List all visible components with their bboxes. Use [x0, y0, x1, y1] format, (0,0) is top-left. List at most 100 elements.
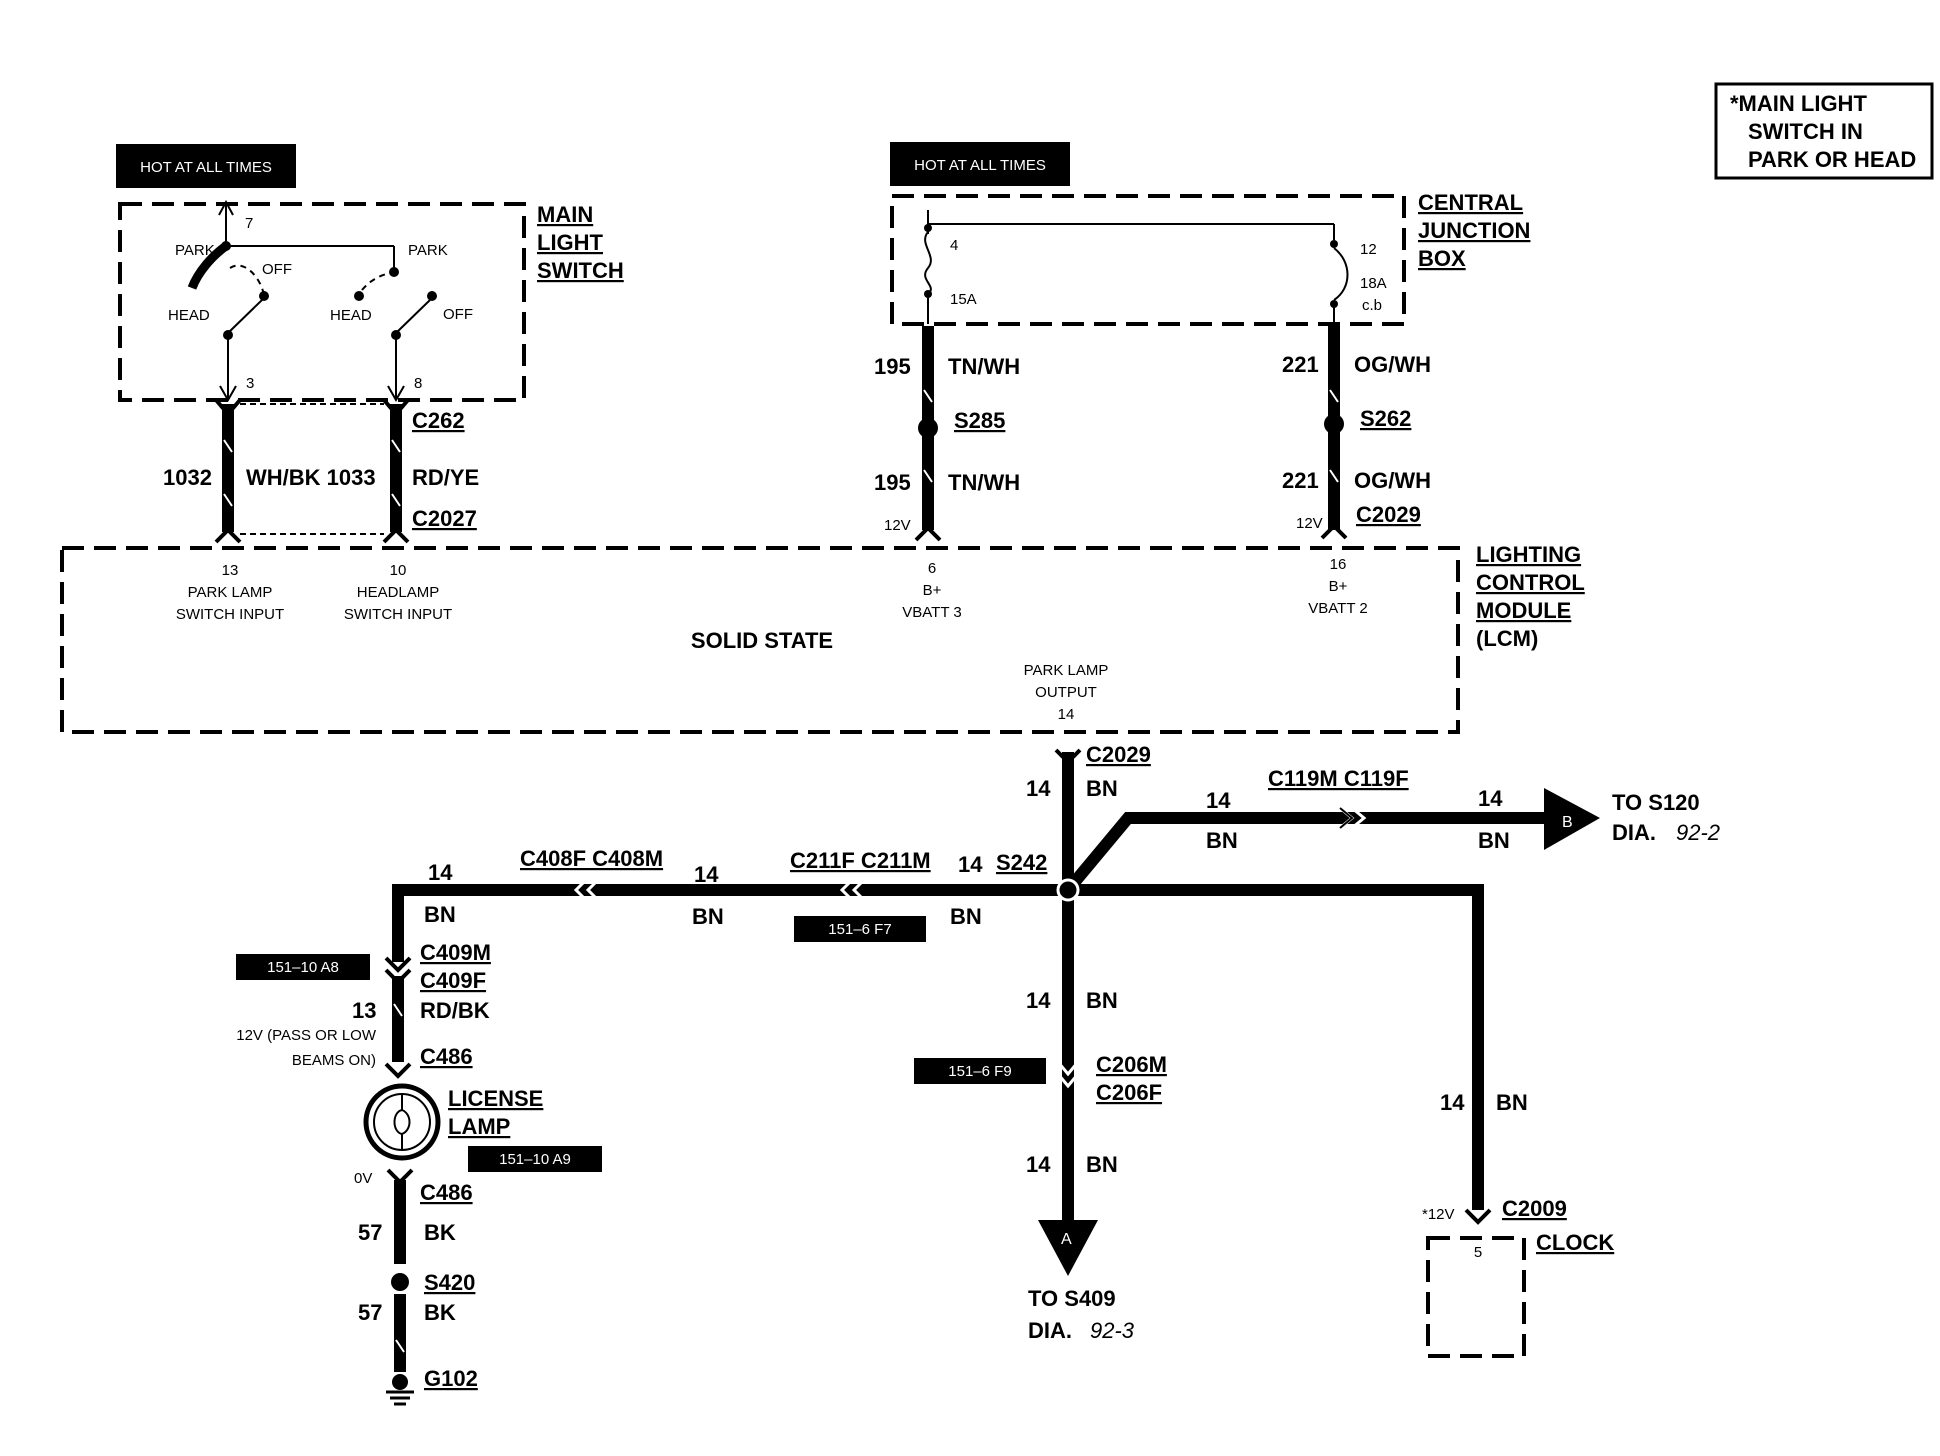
svg-text:HEAD: HEAD [330, 307, 372, 324]
svg-text:92-2: 92-2 [1676, 820, 1720, 845]
svg-text:0V: 0V [354, 1170, 372, 1187]
svg-text:14: 14 [958, 852, 983, 877]
s262-label: S262 [1360, 406, 1411, 431]
c211-label: C211F C211M [790, 848, 931, 873]
svg-text:B+: B+ [1329, 578, 1348, 595]
svg-text:PARK LAMP: PARK LAMP [1024, 662, 1109, 679]
circuit-breaker-icon [1333, 247, 1349, 301]
note-line-3: PARK OR HEAD [1748, 147, 1916, 172]
svg-text:TN/WH: TN/WH [948, 354, 1020, 379]
svg-text:OFF: OFF [443, 306, 473, 323]
c262-label: C262 [412, 408, 465, 433]
connector-a-arrow-icon [1038, 1220, 1098, 1276]
svg-text:7: 7 [245, 215, 253, 232]
main-light-switch-title-2: LIGHT [537, 230, 604, 255]
c206f-label: C206F [1096, 1080, 1162, 1105]
lighting-control-module: LIGHTING CONTROL MODULE (LCM) SOLID STAT… [60, 542, 1585, 734]
c2027-label: C2027 [412, 506, 477, 531]
svg-text:BK: BK [424, 1300, 456, 1325]
circuit-1032-label: 1032 [163, 465, 212, 490]
wires-switch-to-lcm: C262 1032 WH/BK 1033 RD/YE C2027 [163, 398, 479, 544]
ref-tag-151-10-a9: 151–10 A9 [468, 1146, 602, 1172]
cjb-title-2: JUNCTION [1418, 218, 1530, 243]
lcm-title-3: MODULE [1476, 598, 1571, 623]
cjb-title-1: CENTRAL [1418, 190, 1523, 215]
svg-text:13: 13 [222, 562, 239, 579]
svg-text:8: 8 [414, 375, 422, 392]
c486-upper-label: C486 [420, 1044, 473, 1069]
g102-label: G102 [424, 1366, 478, 1391]
main-light-switch: MAIN LIGHT SWITCH 7 PARK PARK OFF OFF HE… [118, 199, 624, 403]
lcm-title-4: (LCM) [1476, 626, 1538, 651]
svg-text:TN/WH: TN/WH [948, 470, 1020, 495]
s285-label: S285 [954, 408, 1005, 433]
cjb-title-3: BOX [1418, 246, 1466, 271]
hot-tag-right: HOT AT ALL TIMES [890, 142, 1070, 186]
svg-text:BEAMS ON): BEAMS ON) [292, 1052, 376, 1069]
svg-text:14: 14 [1026, 1152, 1051, 1177]
svg-text:BN: BN [1478, 828, 1510, 853]
svg-text:14: 14 [1440, 1090, 1465, 1115]
svg-text:151–10 A8: 151–10 A8 [267, 959, 339, 976]
svg-text:DIA.: DIA. [1612, 820, 1656, 845]
svg-text:221: 221 [1282, 468, 1319, 493]
svg-text:TO S409: TO S409 [1028, 1286, 1116, 1311]
c409f-label: C409F [420, 968, 486, 993]
s420-label: S420 [424, 1270, 475, 1295]
svg-text:12V (PASS OR LOW: 12V (PASS OR LOW [236, 1027, 377, 1044]
svg-text:3: 3 [246, 375, 254, 392]
svg-text:14: 14 [1026, 988, 1051, 1013]
svg-text:BN: BN [424, 902, 456, 927]
license-lamp-label-1: LICENSE [448, 1086, 543, 1111]
svg-text:5: 5 [1474, 1244, 1482, 1261]
svg-text:14: 14 [1478, 786, 1503, 811]
note-line-1: *MAIN LIGHT [1730, 91, 1867, 116]
c409m-label: C409M [420, 940, 491, 965]
c486-lower-label: C486 [420, 1180, 473, 1205]
svg-text:HEADLAMP: HEADLAMP [357, 584, 440, 601]
svg-text:TO S120: TO S120 [1612, 790, 1700, 815]
svg-text:14: 14 [428, 860, 453, 885]
note-line-2: SWITCH IN [1748, 119, 1863, 144]
clock-component [1426, 1236, 1526, 1358]
svg-text:PARK: PARK [175, 242, 215, 259]
svg-text:BN: BN [1086, 988, 1118, 1013]
svg-text:14: 14 [1058, 706, 1075, 723]
central-junction-box: CENTRAL JUNCTION BOX 4 15A 12 18A c.b [890, 190, 1530, 326]
svg-text:10: 10 [390, 562, 407, 579]
svg-text:RD/BK: RD/BK [420, 998, 490, 1023]
svg-text:OG/WH: OG/WH [1354, 352, 1431, 377]
rd-ye-label: RD/YE [412, 465, 479, 490]
svg-text:221: 221 [1282, 352, 1319, 377]
svg-text:15A: 15A [950, 291, 977, 308]
svg-text:B+: B+ [923, 582, 942, 599]
ref-tag-151-10-a8: 151–10 A8 [236, 954, 370, 980]
svg-text:OUTPUT: OUTPUT [1035, 684, 1097, 701]
svg-text:151–10 A9: 151–10 A9 [499, 1151, 571, 1168]
svg-text:SWITCH INPUT: SWITCH INPUT [344, 606, 452, 623]
ground-icon [386, 1374, 414, 1406]
svg-text:*12V: *12V [1422, 1206, 1455, 1223]
svg-text:13: 13 [352, 998, 376, 1023]
svg-text:BN: BN [1086, 776, 1118, 801]
svg-text:BN: BN [1086, 1152, 1118, 1177]
svg-text:BN: BN [950, 904, 982, 929]
note-box: *MAIN LIGHT SWITCH IN PARK OR HEAD [1714, 82, 1934, 180]
s242-label: S242 [996, 850, 1047, 875]
svg-text:195: 195 [874, 470, 911, 495]
svg-text:16: 16 [1330, 556, 1347, 573]
svg-text:SWITCH INPUT: SWITCH INPUT [176, 606, 284, 623]
ref-tag-151-6-f7: 151–6 F7 [794, 916, 926, 942]
svg-text:PARK LAMP: PARK LAMP [188, 584, 273, 601]
svg-text:PARK: PARK [408, 242, 448, 259]
main-light-switch-title-3: SWITCH [537, 258, 624, 283]
c206m-label: C206M [1096, 1052, 1167, 1077]
solid-state-label: SOLID STATE [691, 628, 833, 653]
svg-text:12: 12 [1360, 241, 1377, 258]
c2029-lower-label: C2029 [1086, 742, 1151, 767]
clock-label: CLOCK [1536, 1230, 1614, 1255]
wh-bk-1033-label: WH/BK 1033 [246, 465, 376, 490]
svg-text:BK: BK [424, 1220, 456, 1245]
svg-text:OG/WH: OG/WH [1354, 468, 1431, 493]
